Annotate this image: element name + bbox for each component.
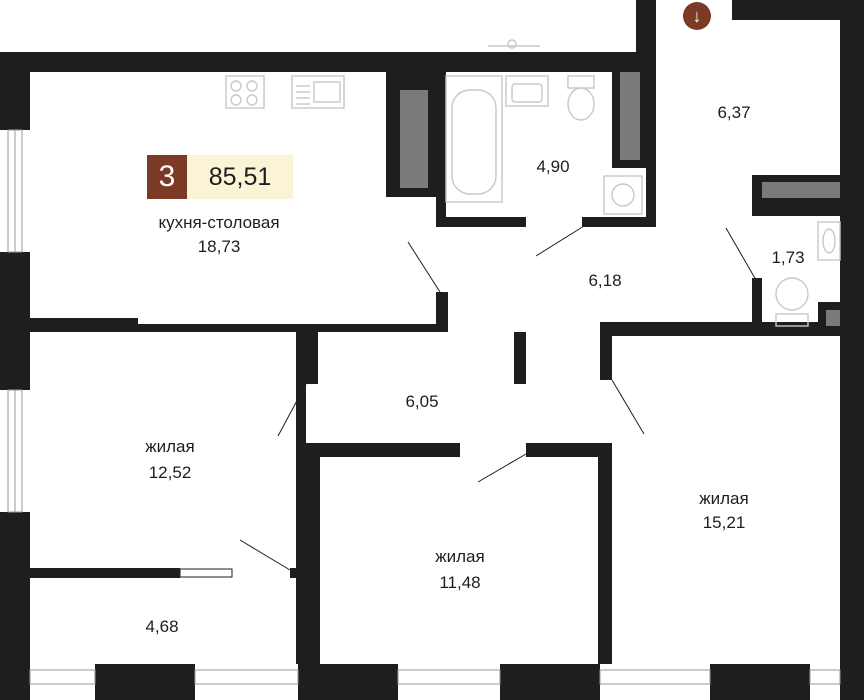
wall-loggia-door — [290, 568, 306, 578]
wall-bottom-2 — [95, 664, 195, 700]
washing-machine-icon — [603, 175, 643, 215]
door-bedroom-left — [277, 383, 307, 437]
wall-bottom-5 — [710, 664, 810, 700]
wall-mid-room-left — [306, 443, 320, 664]
rooms-count-badge: 3 — [147, 155, 187, 199]
wall-mid-room-top-r — [526, 443, 612, 457]
bathroom-area: 4,90 — [536, 157, 570, 176]
window-left-bottom — [7, 389, 23, 513]
wall-right — [840, 0, 864, 700]
door-kitchen — [407, 241, 441, 293]
bedroom-middle-area: 11,48 — [439, 573, 481, 592]
window-left-top — [7, 129, 23, 253]
wall-bath-bottom — [436, 217, 526, 227]
wall-kitchen-bottom — [30, 318, 138, 332]
sink-icon — [291, 75, 345, 109]
wc-area: 1,73 — [771, 248, 805, 267]
bedroom-left-name: жилая — [145, 437, 195, 456]
wall-wc-left — [752, 278, 762, 328]
wall-kitchen-door-jamb — [436, 292, 448, 332]
wc-toilet-icon — [775, 277, 809, 327]
bathtub-icon — [445, 75, 503, 203]
wall-mid-room-top-l — [306, 443, 460, 457]
wall-bath-right — [646, 72, 656, 227]
wall-bottom-1 — [0, 684, 30, 700]
wall-left-mid — [0, 252, 30, 390]
stair-mark-icon — [488, 39, 540, 49]
total-area-badge: 85,51 — [187, 155, 293, 199]
wall-top-left — [0, 52, 655, 72]
window-bottom — [29, 669, 841, 685]
loggia-area: 4,68 — [145, 617, 179, 636]
wall-room-left-right — [296, 332, 306, 664]
shaft-bath-inner — [400, 90, 428, 188]
wall-kitchen-bottom-r — [138, 324, 448, 332]
wall-room-top-r — [600, 322, 840, 336]
corridor-area: 6,05 — [405, 392, 439, 411]
shaft-right-inner — [620, 72, 640, 160]
wall-bottom-3 — [298, 664, 398, 700]
hall-area: 6,18 — [588, 271, 622, 290]
loggia-door-panel — [179, 568, 233, 578]
door-loggia — [239, 539, 291, 571]
bedroom-middle-name: жилая — [435, 547, 485, 566]
door-bath — [535, 225, 585, 257]
wall-corridor-left — [306, 332, 318, 384]
arrow-down-icon: ↓ — [683, 2, 711, 30]
wall-bath-bottom-r — [582, 217, 656, 227]
wall-left-bottom — [0, 512, 30, 700]
door-wc — [725, 227, 757, 281]
kitchen-area: 18,73 — [197, 237, 241, 256]
wall-room-right-jamb — [600, 322, 612, 380]
stove-icon — [225, 75, 265, 109]
entry-hall-area: 6,37 — [717, 103, 751, 122]
wall-mid-room-right — [598, 443, 612, 664]
door-bedroom-middle — [477, 453, 527, 483]
kitchen-name: кухня-столовая — [158, 213, 280, 232]
bedroom-left-area: 12,52 — [148, 463, 192, 482]
bedroom-right-area: 15,21 — [702, 513, 746, 532]
wall-corridor-mid — [514, 332, 526, 384]
wall-top-right — [732, 0, 864, 20]
wall-bottom-4 — [500, 664, 600, 700]
shaft-wc-inner — [826, 310, 840, 326]
door-bedroom-right — [611, 379, 645, 435]
shaft-hall-inner — [762, 182, 840, 198]
wall-loggia-top — [30, 568, 180, 578]
wall-bath-left — [436, 72, 446, 227]
bedroom-right-name: жилая — [699, 489, 749, 508]
wall-wc-top — [752, 206, 840, 216]
washbasin-icon — [505, 75, 549, 107]
wall-top-stair — [636, 0, 656, 72]
toilet-icon — [567, 75, 595, 121]
wall-left-top — [0, 52, 30, 130]
wc-washbasin-icon — [817, 221, 841, 261]
